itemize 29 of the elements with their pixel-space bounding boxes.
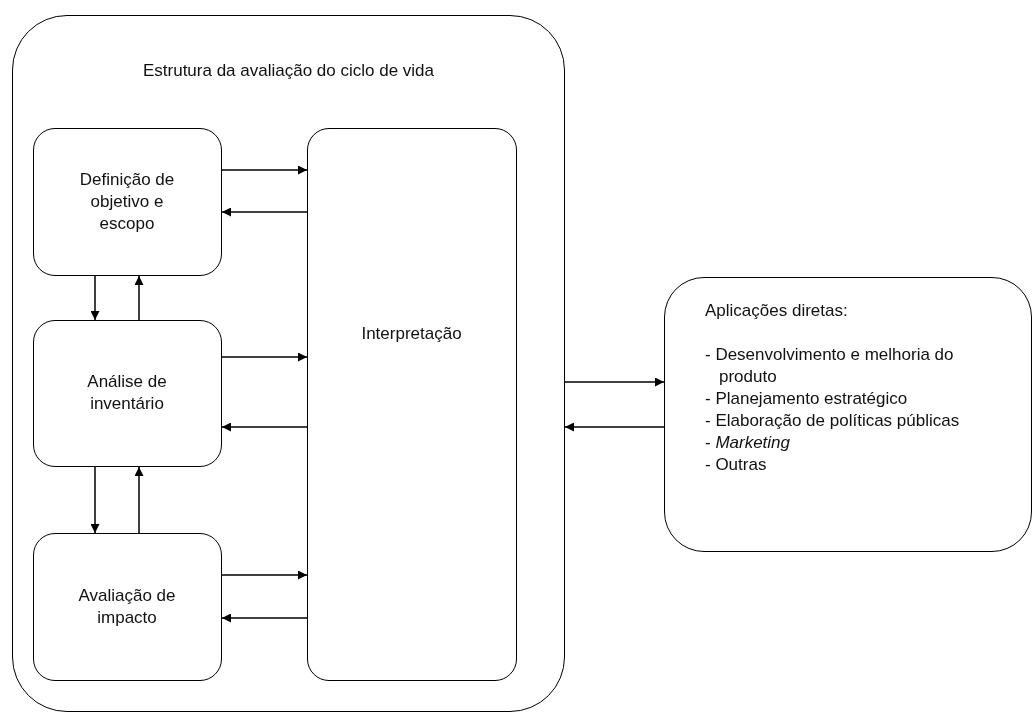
frame-box — [12, 15, 565, 712]
list-item: - Desenvolvimento e melhoria do produto — [705, 344, 955, 388]
arrow — [564, 422, 665, 432]
arrow — [221, 613, 308, 623]
arrow — [221, 352, 308, 362]
list-heading: Aplicações diretas: — [705, 300, 849, 322]
arrow — [221, 165, 308, 175]
arrow — [90, 466, 100, 534]
arrow — [564, 377, 665, 387]
arrow — [221, 422, 308, 432]
box-label: Análise de inventário — [86, 371, 168, 415]
frame-title: Estrutura da avaliação do ciclo de vida — [141, 60, 436, 82]
arrow — [134, 466, 144, 534]
box-label: Definição de objetivo e escopo — [78, 168, 176, 235]
list-item: - Marketing — [705, 432, 792, 454]
process-box — [306, 127, 517, 681]
arrow — [221, 207, 308, 217]
arrow — [90, 275, 100, 321]
box-label: Avaliação de impacto — [77, 584, 177, 629]
process-box — [32, 127, 222, 276]
box-label: Interpretação — [361, 323, 462, 345]
arrow — [221, 570, 308, 580]
process-box — [32, 532, 222, 681]
arrow — [134, 275, 144, 321]
list-item: - Outras — [705, 454, 768, 476]
application-box — [664, 277, 1032, 552]
process-box — [32, 319, 222, 467]
list-item: - Elaboração de políticas públicas — [705, 410, 961, 432]
list-item: - Planejamento estratégico — [705, 388, 909, 410]
